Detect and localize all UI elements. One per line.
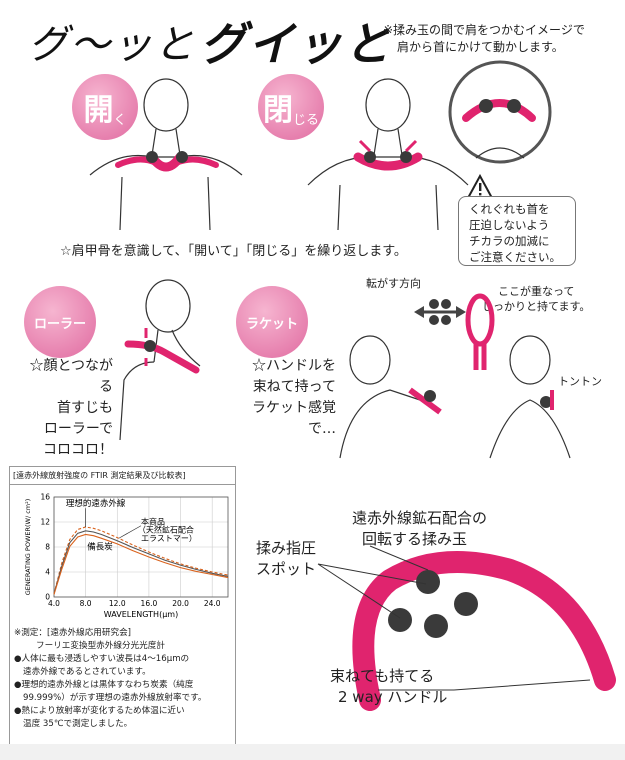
chart-note-0: ※測定：[遠赤外線応用研究会] xyxy=(14,628,132,638)
x-tick-label: 16.0 xyxy=(141,599,158,608)
callout-spot-line2: スポット xyxy=(256,560,317,578)
inset-circle-illustration xyxy=(448,60,552,164)
x-tick-label: 12.0 xyxy=(109,599,126,608)
y-axis-label: GENERATING POWER(W/ cm²) xyxy=(24,499,32,596)
callout-handle-line1: 束ねても持てる xyxy=(330,667,435,685)
chart-svg: 4.0 8.0 12.0 16.0 20.0 24.0 0 4 8 12 16WAVELENGTH(… xyxy=(24,493,229,619)
open-badge-sub: く xyxy=(113,112,127,128)
callout-handle: 束ねても持てる 2 way ハンドル xyxy=(330,666,447,708)
roller-text: ☆顔とつながる 首すじも ローラーで コロコロ！ xyxy=(25,356,113,461)
roller-badge: ローラー xyxy=(24,286,96,358)
illustration-open xyxy=(89,78,243,231)
roller-text-line4: コロコロ！ xyxy=(43,442,113,458)
header-note-line1: ※揉み玉の間で肩をつかむイメージで xyxy=(383,23,585,37)
close-badge: 閉 じる xyxy=(258,74,324,140)
chart-note-3: 遠赤外線であるとされています。 xyxy=(23,667,151,677)
y-tick-label: 8 xyxy=(45,543,50,552)
racket-text-line2: 束ねて持って xyxy=(252,379,336,395)
annotation-ideal: 理想的遠赤外線 xyxy=(66,498,126,509)
chart-note-6: ●熱により放射率が変化するため体温に近い xyxy=(14,706,185,716)
x-tick-label: 20.0 xyxy=(172,599,189,608)
callout-handle-line2: 2 way ハンドル xyxy=(338,688,448,706)
close-badge-main: 閉 xyxy=(262,93,293,128)
series-line xyxy=(53,530,229,595)
label-overlap: ここが重なって しっかりと持てます。 xyxy=(482,284,590,314)
roller-text-line3: ローラーで xyxy=(43,421,113,437)
illustration-roller xyxy=(119,279,201,441)
title-left: グ〜ッと xyxy=(28,22,196,68)
chart-panel: [遠赤外線放射強度の FTIR 測定結果及び比較表] 4.0 8.0 12.0 16.… xyxy=(9,466,236,756)
callout-balls: 遠赤外線鉱石配合の 回転する揉み玉 xyxy=(352,508,487,550)
chart-note-4: ●理想的遠赤外線とは黒体すなわち炭素（純度 xyxy=(14,680,194,690)
roller-badge-label: ローラー xyxy=(33,316,86,332)
caution-line3: チカラの加減に xyxy=(469,234,550,248)
y-tick-label: 16 xyxy=(40,493,50,502)
label-tonton: トントン xyxy=(558,375,602,388)
product-illustration xyxy=(317,545,616,711)
header-note-line2: 肩から首にかけて動かします。 xyxy=(397,40,564,54)
footer-band xyxy=(0,744,625,760)
annotation-product-detail2: エラストマー） xyxy=(141,534,197,543)
roller-text-line2: 首すじも xyxy=(57,400,113,416)
caution-line1: くれぐれも首を xyxy=(469,202,550,216)
callout-spot-line1: 揉み指圧 xyxy=(256,539,317,557)
plot-frame xyxy=(53,496,229,598)
y-tick-label: 0 xyxy=(45,593,50,602)
x-axis-label: WAVELENGTH(μm) xyxy=(104,610,178,619)
chart-note-5: 99.999%）が示す理想の遠赤外線放射率です。 xyxy=(23,693,207,703)
y-tick-label: 4 xyxy=(45,568,50,577)
caution-box: くれぐれも首を 圧迫しないよう チカラの加減に ご注意ください。 xyxy=(458,196,576,266)
open-badge-main: 開 xyxy=(83,93,114,128)
caution-line4: ご注意ください。 xyxy=(469,250,561,264)
callout-spot: 揉み指圧 スポット xyxy=(256,538,316,580)
label-rotate-direction: 転がす方向 xyxy=(366,277,421,290)
x-tick-label: 8.0 xyxy=(80,599,92,608)
chart-note-7: 温度 35℃で測定しました。 xyxy=(23,719,133,729)
annotation-product-leader xyxy=(118,525,142,539)
open-badge: 開 く xyxy=(72,74,138,140)
annotation-charcoal: 備長炭 xyxy=(87,542,113,553)
header-note: ※揉み玉の間で肩をつかむイメージで 肩から首にかけて動かします。 xyxy=(383,22,585,56)
racket-text-line1: ☆ハンドルを xyxy=(252,358,336,374)
caution-line2: 圧迫しないよう xyxy=(469,218,550,232)
label-overlap-line1: ここが重なって xyxy=(497,285,575,298)
racket-text: ☆ハンドルを 束ねて持って ラケット感覚で… xyxy=(226,356,336,440)
callout-balls-line2: 回転する揉み玉 xyxy=(362,530,468,548)
label-overlap-line2: しっかりと持てます。 xyxy=(482,300,591,313)
x-tick-label: 24.0 xyxy=(204,599,221,608)
chart-header: [遠赤外線放射強度の FTIR 測定結果及び比較表] xyxy=(10,467,235,485)
x-tick-label: 4.0 xyxy=(48,599,60,608)
series-line xyxy=(53,526,229,595)
chart-note-2: ●人体に最も浸透しやすい波長は4〜16μmの xyxy=(14,654,190,664)
roller-text-line1: ☆顔とつながる xyxy=(29,358,113,395)
illustration-racket xyxy=(339,293,571,459)
instruction-text: ☆肩甲骨を意識して、「開いて」「閉じる」を繰り返します。 xyxy=(60,244,407,259)
close-badge-sub: じる xyxy=(292,112,319,128)
y-tick-label: 12 xyxy=(40,518,50,527)
annotation-product: 本商品 xyxy=(141,517,165,527)
racket-badge: ラケット xyxy=(236,286,308,358)
illustration-close xyxy=(307,78,469,231)
series-line xyxy=(53,533,229,595)
callout-balls-line1: 遠赤外線鉱石配合の xyxy=(352,509,488,527)
racket-badge-label: ラケット xyxy=(245,316,298,332)
title-right: グイッと xyxy=(200,17,392,71)
racket-text-line3: ラケット感覚で… xyxy=(252,400,336,437)
annotation-product-detail1: （天然鉱石配合 xyxy=(138,525,194,535)
chart-note-1: フーリエ変換型赤外線分光光度計 xyxy=(36,641,165,651)
